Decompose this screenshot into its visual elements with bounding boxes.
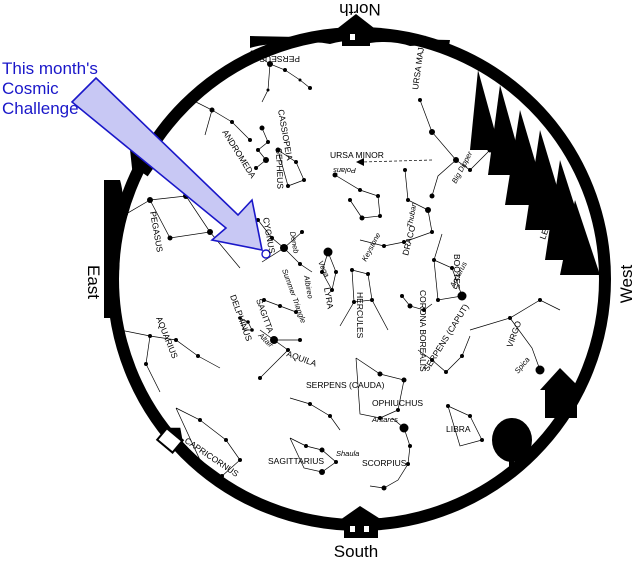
southwest-tree-icon xyxy=(492,418,532,471)
label-aquila: AQUILA xyxy=(285,348,318,368)
label-shaula: Shaula xyxy=(336,449,359,458)
west-house-icon xyxy=(540,368,582,418)
label-libra: LIBRA xyxy=(446,424,471,434)
north-house-icon xyxy=(338,14,374,46)
north-horizon-terrain xyxy=(250,36,450,52)
callout-line-2: Cosmic xyxy=(2,79,59,98)
label-cygnus: CYGNUS xyxy=(261,217,277,255)
direction-west: West xyxy=(617,265,636,304)
label-albireo: Albireo xyxy=(302,274,315,300)
label-spica: Spica xyxy=(513,355,532,375)
label-draco: DRACO xyxy=(400,224,417,257)
label-keystone: Keystone xyxy=(360,231,383,263)
cosmic-challenge-target xyxy=(261,249,271,259)
label-perseus: PERSEUS xyxy=(259,54,300,64)
label-hercules: HERCULES xyxy=(355,292,365,339)
label-vega: Vega xyxy=(316,259,331,278)
label-virgo: VIRGO xyxy=(504,319,523,349)
label-andromeda: ANDROMEDA xyxy=(220,128,258,180)
label-scorpius: SCORPIUS xyxy=(362,458,407,468)
label-bootes: BOOTES xyxy=(452,254,462,290)
callout-line-3: Challenge xyxy=(2,99,79,118)
constellation-lines xyxy=(119,51,561,489)
west-trees-icon xyxy=(470,70,600,275)
label-altair: Altair xyxy=(256,330,276,349)
direction-north: North xyxy=(339,0,381,19)
direction-east: East xyxy=(84,265,103,299)
east-horizon-terrain xyxy=(104,180,123,318)
direction-south: South xyxy=(334,542,378,561)
callout-line-1: This month's xyxy=(2,59,98,78)
label-thuban: Thuban xyxy=(405,202,418,229)
label-ophiuchus: OPHIUCHUS xyxy=(372,398,423,408)
label-big-dipper: Big Dipper xyxy=(450,149,475,185)
south-house-icon xyxy=(340,506,382,538)
label-lyra: LYRA xyxy=(322,287,336,310)
label-sagittarius: SAGITTARIUS xyxy=(268,456,324,466)
label-antares: Antares xyxy=(371,415,398,424)
southeast-house-icon xyxy=(155,426,185,454)
callout-arrow xyxy=(70,76,264,252)
label-serpens-cauda: SERPENS (CAUDA) xyxy=(306,380,385,390)
label-ursa-minor: URSA MINOR xyxy=(330,150,384,160)
label-cepheus: CEPHEUS xyxy=(274,148,285,190)
label-corona-borealis: CORONA BOREALIS xyxy=(418,290,428,372)
label-deneb: Deneb xyxy=(288,231,301,254)
stars xyxy=(124,50,545,491)
label-polaris: Polaris xyxy=(333,166,356,175)
pointer-arrowhead xyxy=(356,158,364,166)
label-pegasus: PEGASUS xyxy=(148,211,165,254)
label-delphinus: DELPHINUS xyxy=(228,293,254,342)
label-aquarius: AQUARIUS xyxy=(154,315,180,360)
